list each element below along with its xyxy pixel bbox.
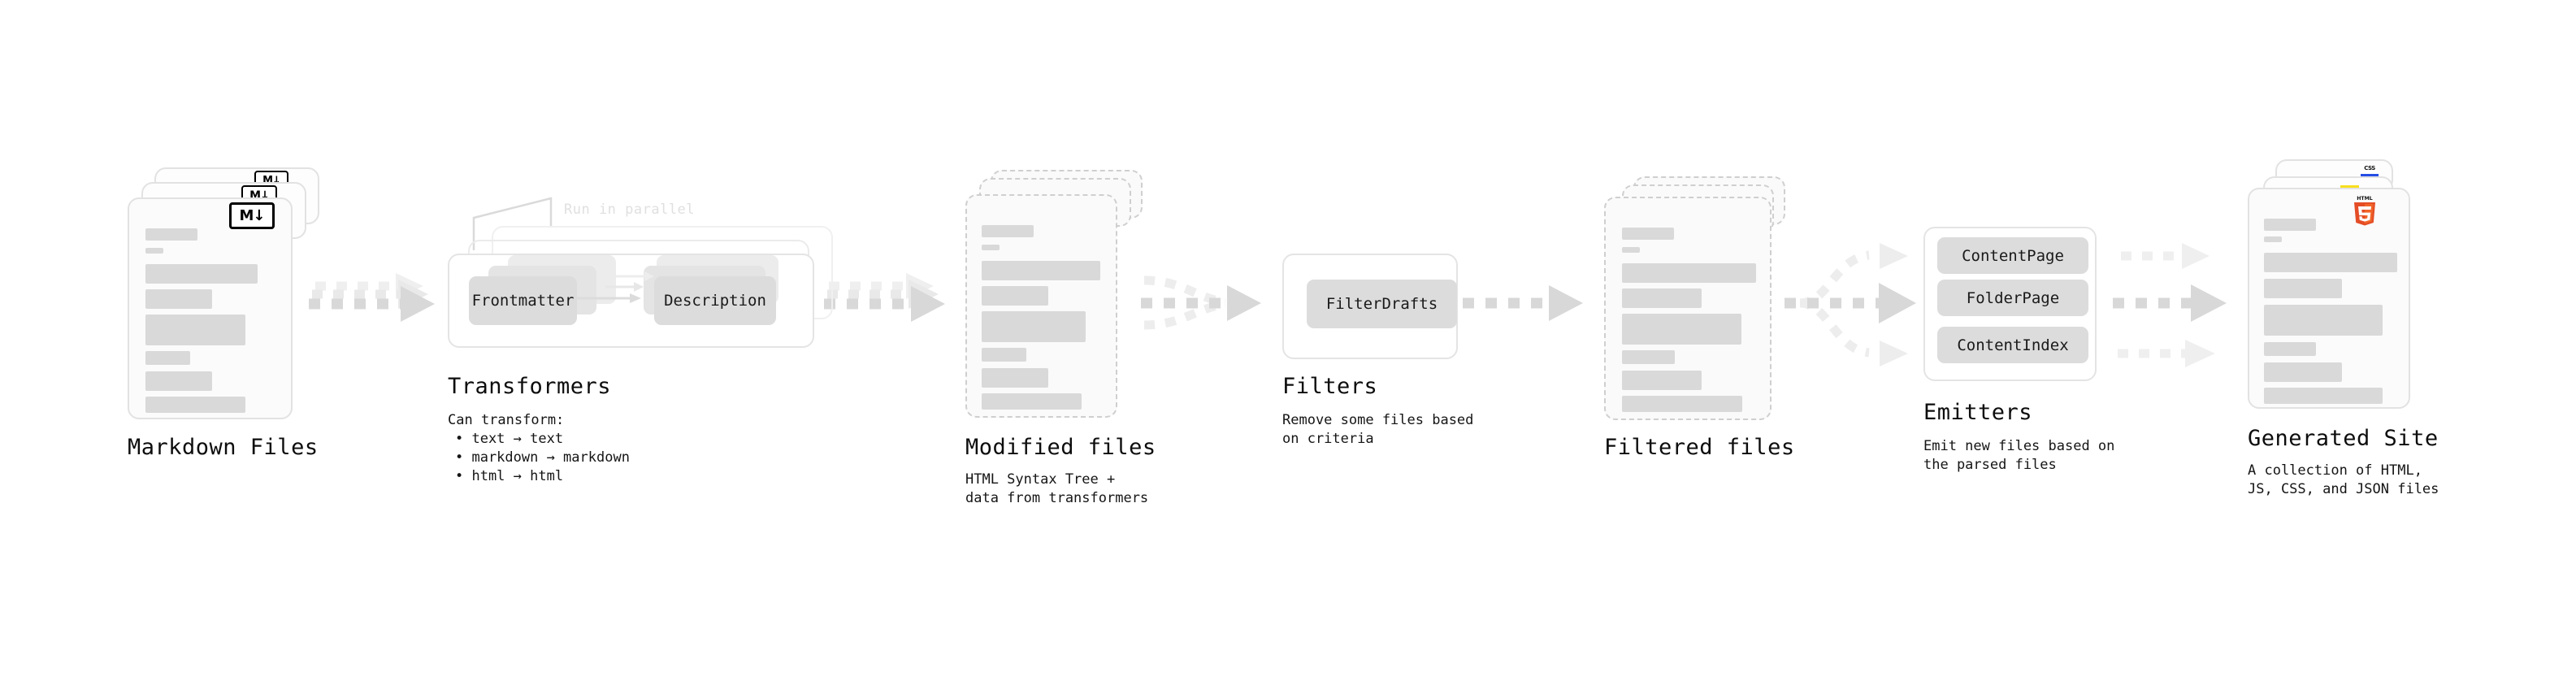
modified-card-front [965, 194, 1117, 418]
skeleton-line [145, 314, 245, 345]
stage-title-emitters: Emitters [1923, 400, 2033, 425]
skeleton-line [145, 264, 258, 284]
css3-badge-label: CSS [2364, 165, 2375, 171]
skeleton-line [2264, 219, 2316, 231]
skeleton-line [2264, 253, 2397, 272]
arrow-markdown-to-transformers [309, 273, 435, 322]
generated-card-front [2248, 188, 2410, 409]
transformers-bullet-2: • html → html [455, 468, 564, 484]
emitter-pill-contentindex[interactable]: ContentIndex [1937, 327, 2088, 363]
stage-title-markdown-files: Markdown Files [128, 435, 319, 460]
skeleton-line [1622, 350, 1675, 364]
filtered-card-front [1604, 197, 1772, 420]
run-in-parallel-label: Run in parallel [564, 202, 696, 218]
skeleton-line [982, 368, 1048, 388]
html5-badge: HTML [2354, 196, 2375, 226]
skeleton-line [982, 393, 1082, 410]
emitter-pill-folderpage[interactable]: FolderPage [1937, 280, 2088, 316]
stage-subtitle-filters: Remove some files based on criteria [1282, 412, 1474, 447]
skeleton-line [2264, 342, 2316, 356]
skeleton-line [982, 225, 1034, 237]
skeleton-line [145, 371, 212, 391]
skeleton-line [1622, 288, 1702, 308]
skeleton-line [1622, 314, 1741, 345]
stage-subtitle-emitters: Emit new files based on the parsed files [1923, 438, 2115, 473]
skeleton-line [1622, 263, 1756, 283]
css3-badge: CSS [2361, 165, 2379, 176]
stage-title-modified-files: Modified files [965, 435, 1156, 460]
arrow-emitters-to-site [2113, 243, 2227, 367]
arrow-filters-to-filtered [1463, 285, 1583, 321]
css3-badge-bar [2361, 174, 2379, 176]
transformers-bullet-0: • text → text [455, 431, 564, 447]
skeleton-line [1622, 396, 1742, 412]
skeleton-line [1622, 371, 1702, 390]
markdown-badge-front: M↓ [229, 202, 275, 229]
filter-pill-filterdrafts[interactable]: FilterDrafts [1307, 280, 1457, 328]
emitter-pill-contentpage[interactable]: ContentPage [1937, 237, 2088, 274]
transformer-pill-description[interactable]: Description [654, 276, 776, 325]
skeleton-line [2264, 362, 2342, 382]
skeleton-line [145, 351, 190, 365]
skeleton-line [982, 348, 1026, 362]
skeleton-line [982, 261, 1100, 280]
stage-title-transformers: Transformers [448, 374, 612, 399]
skeleton-line [145, 397, 245, 413]
skeleton-line [145, 248, 163, 254]
skeleton-line [145, 228, 197, 241]
stage-subtitle-modified-files: HTML Syntax Tree + data from transformer… [965, 471, 1149, 506]
skeleton-line [982, 286, 1048, 306]
arrow-modified-to-filters [1141, 275, 1261, 330]
markdown-card-front [128, 197, 293, 419]
arrow-transformers-to-modified [824, 273, 945, 322]
stage-subtitle-transformers: Can transform: [448, 412, 565, 428]
skeleton-line [1622, 228, 1674, 240]
skeleton-line [982, 245, 1000, 250]
transformer-pill-frontmatter[interactable]: Frontmatter [469, 276, 577, 325]
skeleton-line [2264, 388, 2383, 404]
stage-title-filters: Filters [1282, 374, 1378, 399]
skeleton-line [1622, 247, 1640, 253]
skeleton-line [2264, 279, 2342, 298]
transformers-bullet-1: • markdown → markdown [455, 449, 630, 466]
skeleton-line [145, 289, 212, 309]
transformers-bullets: • text → text • markdown → markdown • ht… [455, 430, 630, 486]
arrow-filtered-to-emitters [1785, 243, 1916, 367]
svg-text:HTML: HTML [2357, 196, 2373, 202]
skeleton-line [2264, 236, 2282, 242]
skeleton-line [982, 311, 1086, 342]
skeleton-line [2264, 305, 2383, 336]
stage-subtitle-generated-site: A collection of HTML, JS, CSS, and JSON … [2248, 462, 2439, 497]
stage-title-generated-site: Generated Site [2248, 426, 2439, 451]
stage-title-filtered-files: Filtered files [1604, 435, 1795, 460]
